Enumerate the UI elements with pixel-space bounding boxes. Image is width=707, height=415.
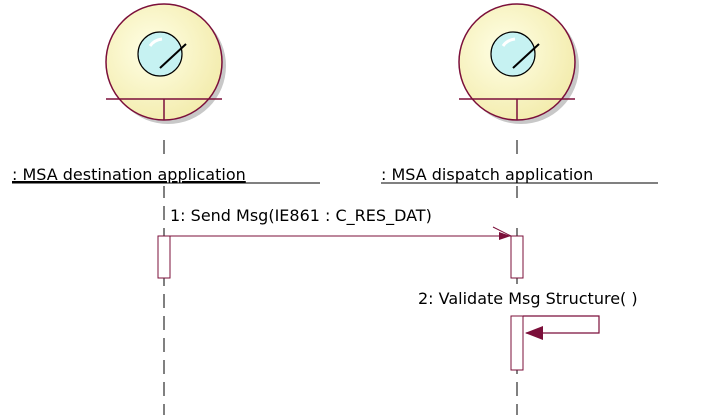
message-label: 2: Validate Msg Structure( ) — [418, 289, 638, 308]
message-label: 1: Send Msg(IE861 : C_RES_DAT) — [170, 206, 432, 226]
activation-bar — [157, 235, 171, 279]
message-arrow — [523, 315, 600, 334]
activation-bar — [510, 315, 524, 371]
participant-name: : MSA destination application — [12, 165, 246, 184]
participant-name: : MSA dispatch application — [381, 165, 593, 184]
activation-bar — [510, 235, 524, 279]
arrowhead-icon — [499, 232, 511, 240]
arrowhead-icon — [525, 326, 543, 340]
control-object-icon — [458, 3, 579, 124]
control-object-icon — [105, 3, 226, 124]
